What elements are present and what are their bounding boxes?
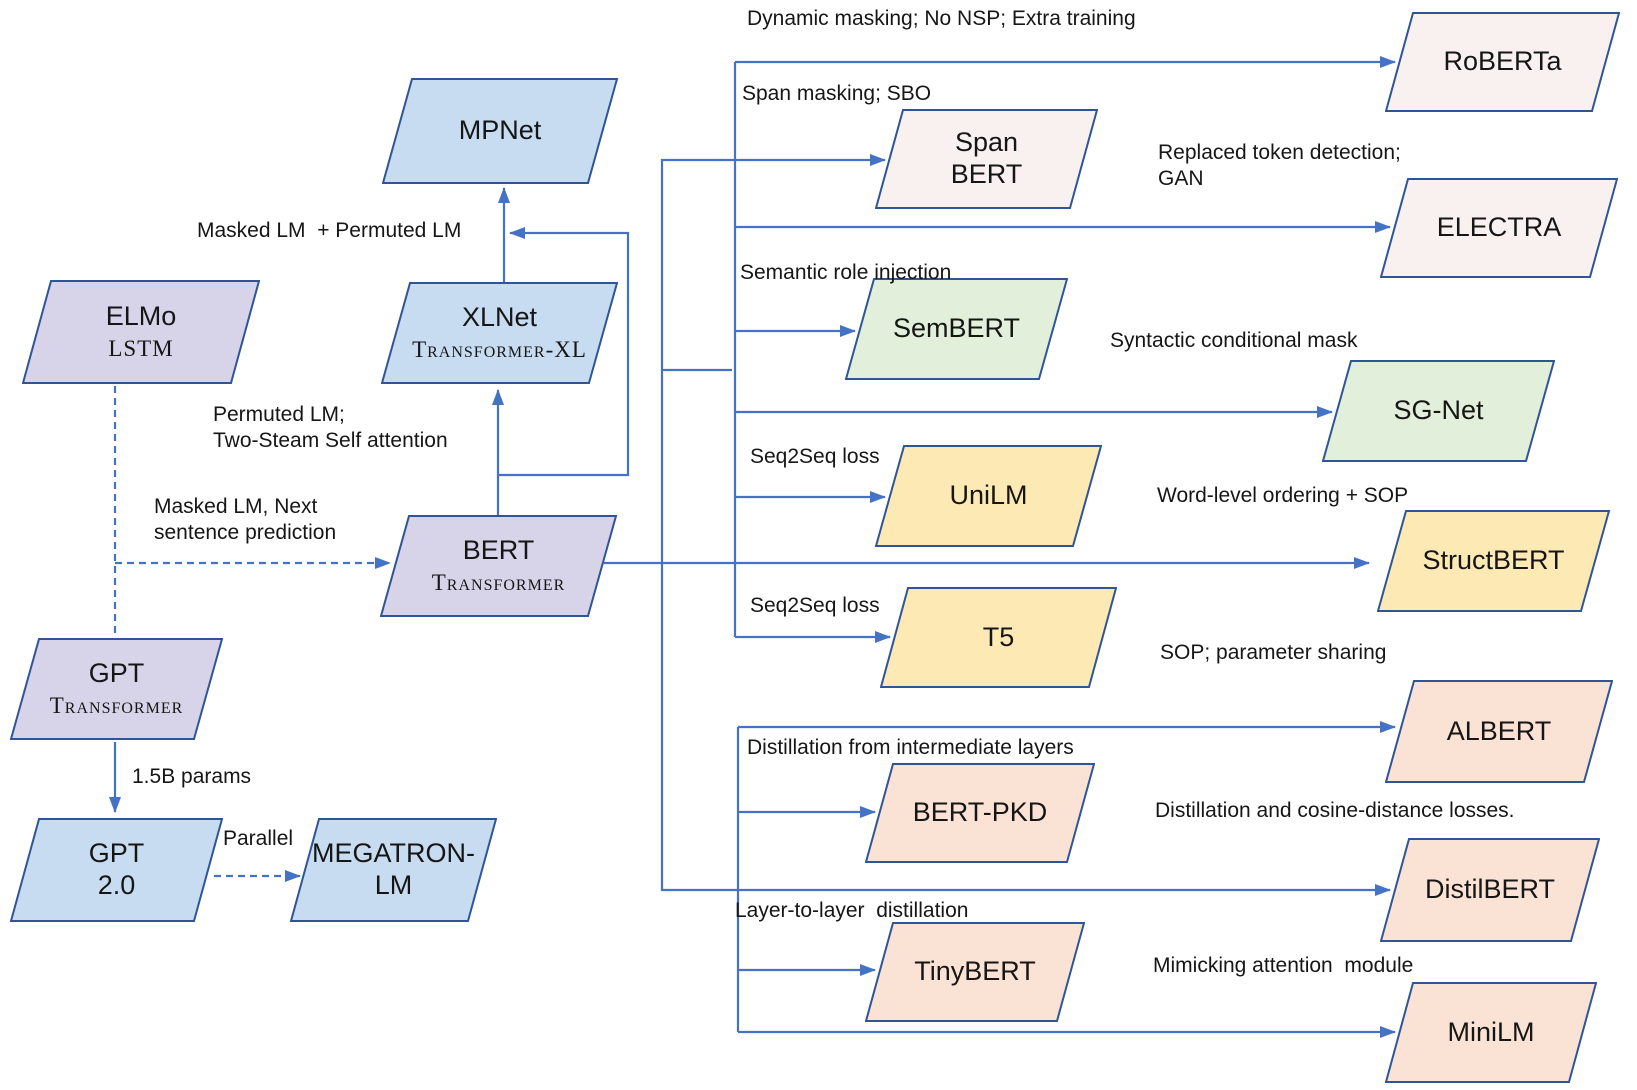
edge-label-span-masking: Span masking; SBO [742,82,932,105]
parallelogram-shape [875,109,1098,209]
node-gpt2: GPT 2.0 [10,818,223,922]
edge-label-distill-intermediate: Distillation from intermediate layers [747,736,1074,759]
edge-label-parallel: Parallel [223,827,294,850]
node-gpt: GPT Transformer [10,638,223,740]
node-label: DistilBERT [1424,874,1556,905]
node-label: ELMo [105,300,177,331]
node-distilbert: DistilBERT [1380,838,1600,942]
node-spanbert: Span BERT [875,109,1098,209]
parallelogram-shape [1380,838,1600,942]
edge-label-masked-next: Masked LM, Next sentence prediction [154,495,337,545]
node-sublabel: Transformer-XL [412,336,587,362]
parallelogram-shape [22,280,260,384]
node-sublabel: Transformer [431,569,566,595]
node-label: GPT [88,657,145,688]
parallelogram-shape [1380,178,1618,278]
parallelogram-shape [865,922,1085,1022]
node-label: MEGATRON- LM [312,838,475,900]
node-label: SG-Net [1393,395,1484,426]
edge-label-permuted-two-stream: Permuted LM; Two-Steam Self attention [213,403,448,453]
node-label: MPNet [458,115,542,146]
node-sublabel: Transformer [49,692,184,718]
node-label: StructBERT [1422,545,1565,576]
node-minilm: MiniLM [1385,982,1597,1083]
node-t5: T5 [880,587,1117,688]
node-structbert: StructBERT [1377,510,1610,612]
parallelogram-shape [1385,982,1597,1083]
node-bert: BERT Transformer [380,515,617,617]
node-label: BERT-PKD [912,797,1048,828]
node-label: XLNet [461,301,538,332]
parallelogram-shape [381,282,618,384]
node-megatron: MEGATRON- LM [290,818,497,922]
edge-label-semantic-role: Semantic role injection [740,261,952,284]
node-label: ALBERT [1446,715,1552,746]
edge-label-seq2seq-t5: Seq2Seq loss [750,594,880,617]
node-roberta: RoBERTa [1385,12,1620,112]
edge-label-masked-permuted: Masked LM + Permuted LM [197,219,462,242]
parallelogram-shape [10,818,223,922]
parallelogram-shape [845,278,1068,380]
edge-label-word-level: Word-level ordering + SOP [1157,484,1409,507]
parallelogram-shape [10,638,223,740]
node-label: T5 [982,621,1015,652]
node-label: Span BERT [950,127,1023,189]
edge-label-distill-cosine: Distillation and cosine-distance losses. [1155,799,1515,822]
parallelogram-shape [865,763,1095,863]
node-sembert: SemBERT [845,278,1068,380]
node-label: MiniLM [1447,1016,1535,1047]
node-label: TinyBERT [914,956,1036,987]
node-unilm: UniLM [875,445,1102,547]
parallelogram-shape [382,78,618,184]
parallelogram-shape [880,587,1117,688]
parallelogram-shape [875,445,1102,547]
edge-label-replaced-token: Replaced token detection; GAN [1158,141,1401,191]
edge-label-syntactic-mask: Syntactic conditional mask [1110,329,1358,352]
edge-label-layer-to-layer: Layer-to-layer distillation [735,899,969,922]
node-sublabel: LSTM [108,335,174,361]
parallelogram-shape [290,818,497,922]
node-albert: ALBERT [1385,680,1613,783]
connector-line [498,227,630,477]
edge-label-sop-parameter: SOP; parameter sharing [1160,641,1387,664]
node-bertpkd: BERT-PKD [865,763,1095,863]
node-label: SemBERT [892,313,1021,344]
node-label: GPT 2.0 [88,838,145,900]
parallelogram-shape [1322,360,1555,462]
parallelogram-shape [380,515,617,617]
node-mpnet: MPNet [382,78,618,184]
node-label: UniLM [949,480,1028,511]
edge-label-dynamic-masking: Dynamic masking; No NSP; Extra training [747,7,1136,30]
parallelogram-shape [1385,12,1620,112]
node-label: BERT [462,534,535,565]
edge-label-mimicking: Mimicking attention module [1153,954,1414,977]
connector-line [660,563,1391,896]
node-electra: ELECTRA [1380,178,1618,278]
node-label: RoBERTa [1443,46,1562,77]
node-label: ELECTRA [1436,212,1562,243]
parallelogram-shape [1377,510,1610,612]
node-sgnet: SG-Net [1322,360,1555,462]
node-tinybert: TinyBERT [865,922,1085,1022]
connector-line [660,154,886,563]
edge-label-seq2seq-unilm: Seq2Seq loss [750,445,880,468]
edge-label-params-15b: 1.5B params [132,765,252,788]
parallelogram-shape [1385,680,1613,783]
